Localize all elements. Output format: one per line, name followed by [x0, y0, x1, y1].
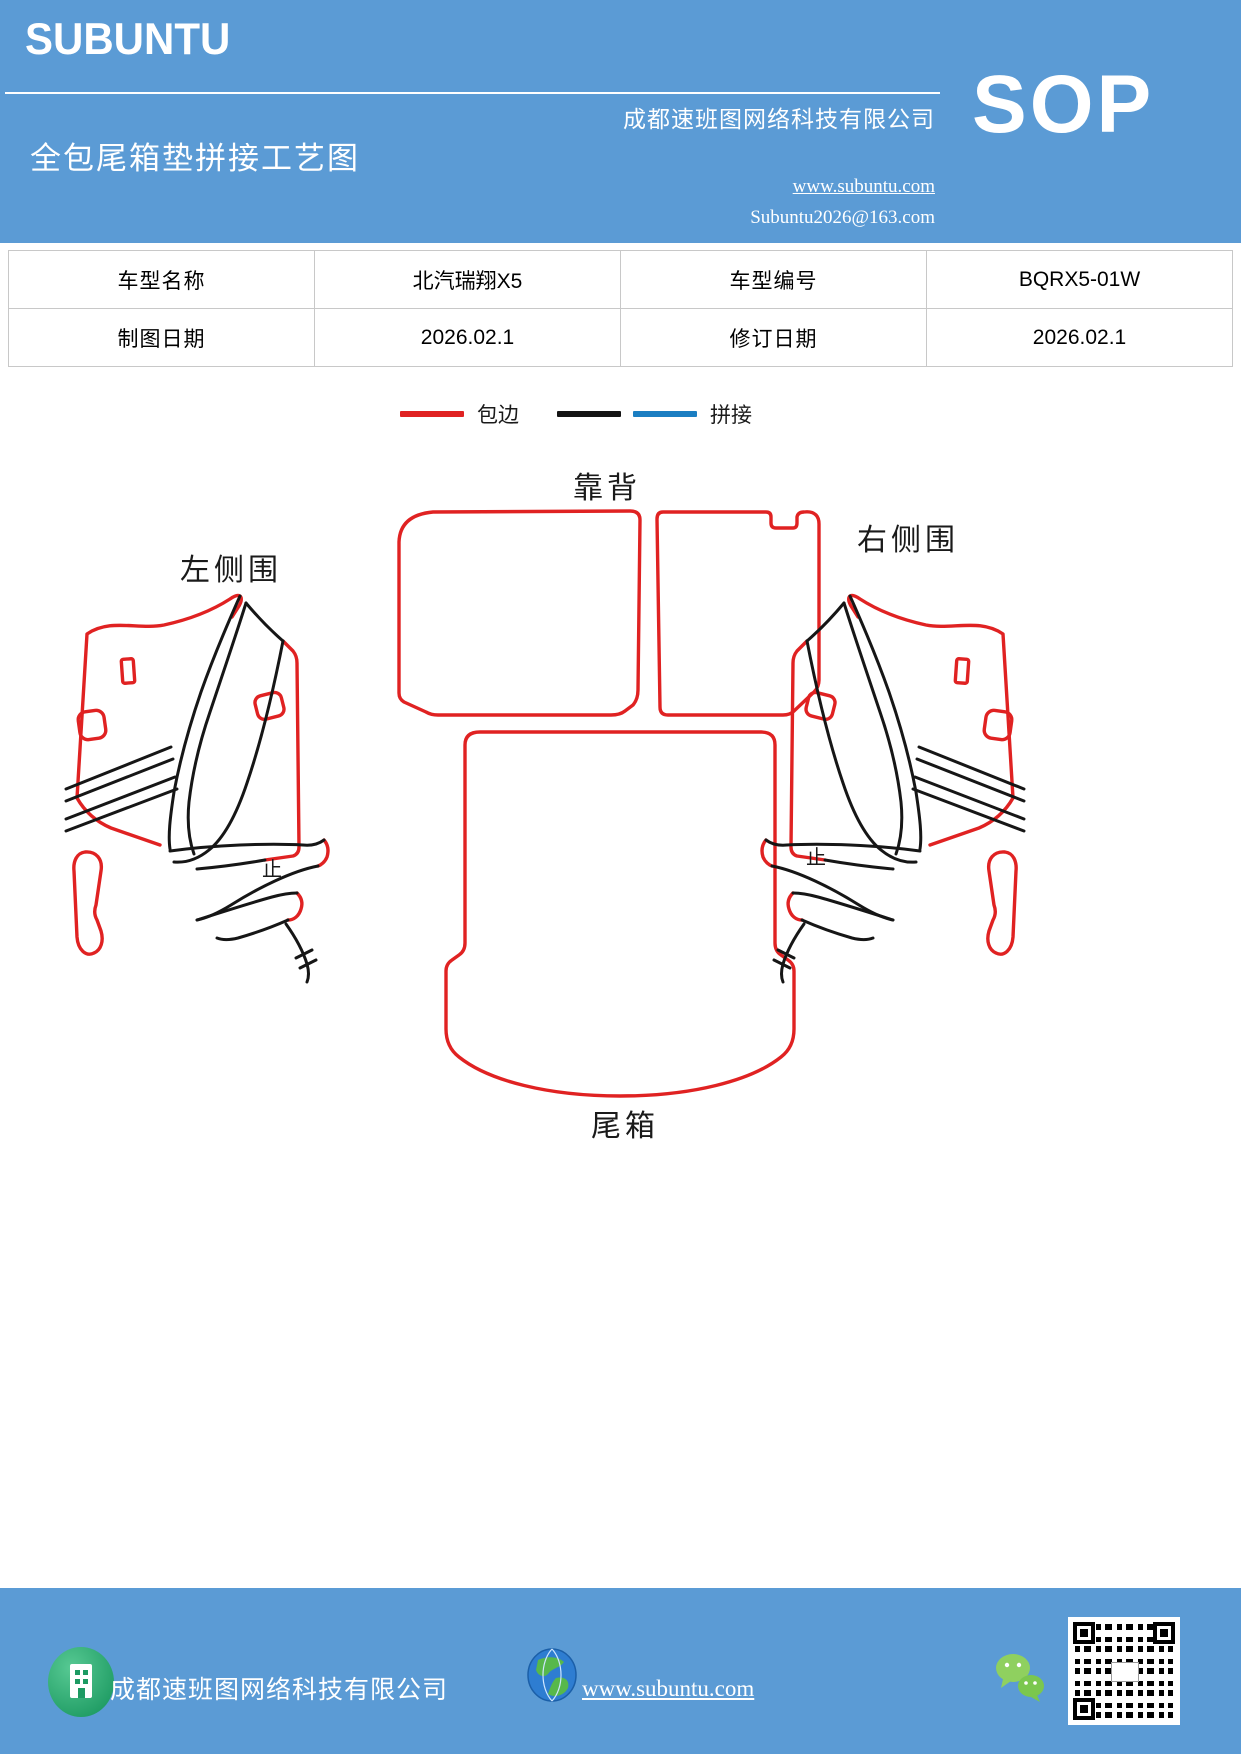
header-contact-block: 成都速班图网络科技有限公司 www.subuntu.com Subuntu202… [623, 100, 935, 229]
wechat-icon [996, 1654, 1044, 1702]
cut-tick-mark [298, 958, 318, 970]
sop-watermark: SOP [972, 59, 1155, 150]
splice-line [215, 918, 290, 941]
cut-tick-mark [294, 948, 314, 960]
header-band: SUBUNTU 全包尾箱垫拼接工艺图 成都速班图网络科技有限公司 www.sub… [0, 0, 1241, 243]
header-website-link[interactable]: www.subuntu.com [792, 176, 935, 197]
page-title: 全包尾箱垫拼接工艺图 [30, 141, 360, 176]
splice-line-swatch-blue [633, 411, 697, 417]
qr-finder-square [1073, 1698, 1095, 1720]
backrest-right-panel-outline [655, 510, 821, 717]
model-name-label: 车型名称 [8, 250, 315, 309]
edge-line [263, 639, 301, 862]
vehicle-info-table: 车型名称 北汽瑞翔X5 车型编号 BQRX5-01W 制图日期 2026.02.… [8, 250, 1233, 367]
qr-code [1068, 1617, 1180, 1725]
edge-line [75, 593, 243, 800]
splice-line [167, 594, 242, 851]
edge-line [75, 796, 162, 847]
strap-slot-loop [72, 850, 104, 956]
splice-line [64, 787, 179, 833]
revision-date-value: 2026.02.1 [926, 308, 1233, 367]
pattern-diagram: 靠背 左侧围 右侧围 尾箱 止 止 [64, 472, 1026, 1143]
splice-line [244, 601, 285, 643]
line-legend: 包边 拼接 [400, 402, 752, 427]
splice-line [64, 745, 173, 791]
left-side-piece [64, 593, 330, 984]
brand-logo: SUBUNTU [25, 14, 231, 64]
draw-date-label: 制图日期 [8, 308, 315, 367]
splice-line-swatch-black [557, 411, 621, 417]
building-icon [48, 1647, 114, 1717]
splice-line-label: 拼接 [710, 404, 752, 427]
edge-line-swatch [400, 411, 464, 417]
model-code-value: BQRX5-01W [926, 250, 1233, 309]
footer-band: 成都速班图网络科技有限公司 www.subuntu.com [0, 1588, 1241, 1754]
header-divider-line [5, 92, 940, 94]
revision-date-label: 修订日期 [620, 308, 927, 367]
splice-line [64, 775, 177, 821]
draw-date-value: 2026.02.1 [314, 308, 621, 367]
stop-mark-right: 止 [806, 846, 826, 869]
splice-line [172, 639, 285, 864]
table-row: 制图日期 2026.02.1 修订日期 2026.02.1 [8, 308, 1233, 367]
right-side-piece [760, 593, 1026, 984]
trunk-mat-outline [444, 730, 796, 1098]
footer-website-link[interactable]: www.subuntu.com [582, 1676, 755, 1701]
splice-line [186, 601, 248, 856]
qr-finder-square [1153, 1622, 1175, 1644]
left-side-label: 左侧围 [180, 554, 282, 587]
splice-line [195, 858, 267, 871]
backrest-label: 靠背 [573, 472, 641, 505]
splice-line [64, 757, 175, 803]
splice-line [168, 838, 326, 853]
qr-finder-square [1073, 1622, 1095, 1644]
slot-hole [76, 708, 108, 742]
edge-line [286, 891, 304, 922]
slot-hole [253, 690, 286, 722]
header-email: Subuntu2026@163.com [750, 207, 935, 228]
header-company-name: 成都速班图网络科技有限公司 [623, 107, 935, 132]
edge-line-label: 包边 [477, 404, 519, 427]
qr-center-logo [1111, 1662, 1139, 1682]
right-side-label: 右侧围 [857, 524, 959, 557]
splice-line [195, 891, 299, 922]
slot-hole [119, 657, 137, 685]
table-row: 车型名称 北汽瑞翔X5 车型编号 BQRX5-01W [8, 250, 1233, 309]
model-name-value: 北汽瑞翔X5 [314, 250, 621, 309]
backrest-left-panel-outline [397, 509, 642, 717]
footer-company-name: 成都速班图网络科技有限公司 [110, 1677, 449, 1704]
stop-mark-left: 止 [262, 858, 282, 881]
globe-icon [527, 1648, 577, 1702]
trunk-label: 尾箱 [591, 1110, 659, 1143]
model-code-label: 车型编号 [620, 250, 927, 309]
edge-line [316, 838, 330, 868]
